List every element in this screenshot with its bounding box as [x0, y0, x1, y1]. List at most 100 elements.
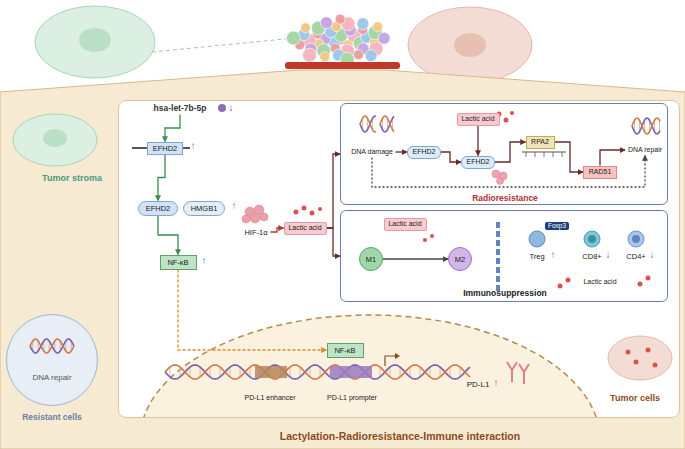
blood-vessel — [285, 62, 400, 69]
cell-nucleus — [79, 28, 111, 52]
dna-label: DNA repair — [625, 145, 665, 156]
macrophage-cell: M1 — [359, 247, 383, 271]
cell-nucleus — [454, 33, 486, 57]
node-text: Lactic acid — [288, 224, 323, 232]
arrow-connector — [555, 142, 584, 172]
arrow-connector — [396, 151, 408, 152]
node-text: EFHD2 — [466, 158, 490, 166]
mirna-label: hsa-let-7b-5p — [151, 102, 209, 115]
cell-label: Treg — [528, 251, 547, 262]
node-text: DNA repair — [627, 146, 663, 154]
cd8-cell — [584, 231, 600, 247]
protein-label: HIF-1α — [242, 227, 271, 238]
process-box: NF-κB — [160, 255, 197, 270]
node-text: HIF-1α — [244, 228, 269, 237]
node-text: EFHD2 — [412, 148, 436, 156]
protein-box: EFHD2 — [461, 156, 495, 169]
gene-box: EFHD2 — [147, 142, 183, 155]
tumor-mass — [286, 14, 390, 66]
node-text: NF-κB — [167, 258, 190, 267]
node-text: Resistant cells — [22, 412, 82, 422]
node-text: RAD51 — [588, 168, 612, 176]
node-text: Treg — [529, 252, 546, 261]
node-text: M2 — [455, 255, 465, 264]
arrow-connector — [271, 228, 284, 232]
protein-pill: EFHD2 — [138, 201, 178, 216]
process-panel: RadioresistanceDNA damageEFHD2Lactic aci… — [340, 103, 668, 205]
tumor-cell — [408, 7, 532, 83]
metabolite-box: Lactic acid — [384, 218, 427, 231]
nucleus — [140, 315, 600, 417]
metabolite-box: Lactic acid — [284, 222, 327, 235]
node-text: Radioresistance — [472, 193, 538, 203]
node-text: M1 — [366, 255, 376, 264]
arrow-connector — [327, 228, 341, 256]
node-text: Foxp3 — [547, 222, 567, 230]
annotation-label: ↑ — [191, 140, 196, 152]
node-text: EFHD2 — [145, 204, 171, 213]
tss-arrow — [395, 353, 400, 359]
promoter-block — [330, 366, 372, 378]
stroma-cell — [13, 114, 97, 166]
enhancer-block — [255, 366, 287, 378]
arrow-connector — [383, 258, 448, 259]
protein-box: RPA2 — [526, 136, 555, 149]
pd-l1-receptor — [507, 362, 529, 384]
arrow-connector — [600, 150, 625, 166]
arrow-connector — [158, 155, 165, 201]
annotation-label: ↑ — [202, 255, 207, 267]
metabolite-box: Lactic acid — [457, 113, 500, 126]
arrow-connector — [165, 115, 180, 142]
protein-box: RAD51 — [583, 166, 617, 179]
annotation-label: ↑ — [551, 249, 556, 261]
annotation-label: PD-L1 enhancer — [245, 394, 296, 402]
cell-nucleus — [632, 235, 640, 243]
node-text: Lactic acid — [461, 115, 496, 123]
node-text: EFHD2 — [152, 144, 178, 153]
tumor-cell — [608, 336, 672, 380]
membrane-bars — [496, 222, 500, 291]
marker-tag: Foxp3 — [545, 222, 569, 230]
leader-line — [152, 38, 295, 52]
annotation-label: ↓ — [229, 102, 234, 114]
resistant-cell — [6, 314, 98, 406]
arrow-connector — [441, 152, 461, 162]
arrow-connector — [495, 142, 526, 162]
node-text: RPA2 — [531, 138, 550, 146]
annotation-label: ↑ — [232, 200, 237, 212]
node-text: Immunosuppression — [463, 288, 547, 298]
node-text: hsa-let-7b-5p — [153, 103, 207, 113]
annotation-label: ↓ — [650, 249, 655, 261]
node-text: DNA repair — [32, 373, 71, 383]
dna-label: DNA damage — [349, 147, 396, 158]
annotation-label: ↑ — [494, 377, 499, 389]
arrow-connector — [477, 126, 478, 156]
process-panel: ImmunosuppressionLactic acidM1M2TregFoxp… — [340, 210, 668, 302]
arrow-connector — [372, 156, 645, 188]
annotation-label: ↓ — [606, 249, 611, 261]
node-text: Lactylation-Radioresistance-Immune inter… — [280, 430, 520, 443]
cell-label: CD4+ — [625, 251, 648, 262]
annotation-label: PD-L1 prompter — [327, 394, 377, 402]
cell-nucleus — [588, 235, 596, 243]
dna-helix — [30, 116, 660, 379]
protein-box: EFHD2 — [407, 146, 441, 159]
node-text: NF-κB — [334, 346, 357, 355]
annotation-label: Lactic acid — [583, 278, 616, 286]
treg-cell — [529, 231, 545, 247]
hif-cluster — [242, 205, 268, 223]
protein-pill: HMGB1 — [183, 201, 225, 216]
lactate-dots — [294, 111, 651, 289]
node-text: Lactic acid — [388, 220, 423, 228]
annotation-label: PD-L1 — [467, 380, 490, 390]
annotation-label: Tumor stroma — [42, 173, 102, 184]
process-box: NF-κB — [327, 343, 364, 358]
arrow-connector — [327, 154, 341, 228]
node-text: HMGB1 — [190, 204, 218, 213]
stroma-cell — [35, 6, 155, 78]
node-text: DNA damage — [351, 148, 394, 156]
node-text: Tumor cells — [610, 393, 660, 404]
node-text: CD8+ — [582, 252, 603, 261]
